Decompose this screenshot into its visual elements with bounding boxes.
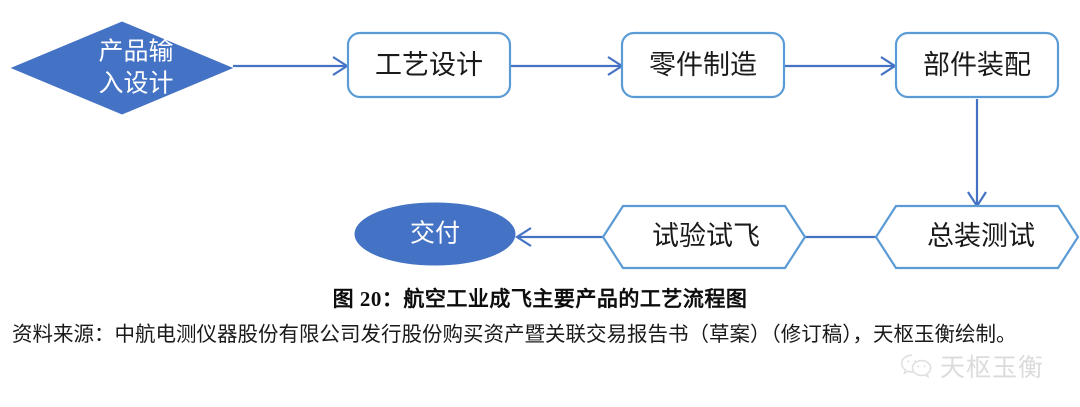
node-test-flight-label: 试验试飞: [652, 221, 760, 251]
hexagon-shape: [601, 204, 807, 270]
node-input-design-label-line1: 产品输: [98, 38, 173, 66]
node-test-flight[interactable]: 试验试飞: [601, 204, 807, 270]
wechat-icon: [900, 354, 932, 379]
watermark-text: 天枢玉衡: [940, 354, 1045, 382]
figure-caption: 图 20：航空工业成飞主要产品的工艺流程图: [332, 287, 748, 311]
node-component-assembly-label: 部件装配: [923, 50, 1031, 80]
edge-component-assembly-to-final-assembly-test: [967, 99, 987, 209]
hexagon-shape: [874, 204, 1080, 270]
node-final-assembly-test-label: 总装测试: [927, 221, 1035, 251]
node-input-design-label-line2: 入设计: [98, 70, 173, 98]
node-part-manufacture[interactable]: 零件制造: [620, 31, 786, 99]
edge-process-design-to-part-manufacture: [511, 56, 625, 76]
node-part-manufacture-label: 零件制造: [649, 50, 757, 80]
ellipse-shape: [354, 202, 516, 266]
node-component-assembly[interactable]: 部件装配: [894, 31, 1060, 99]
diamond-shape: [10, 21, 234, 115]
figure-area: 产品输 入设计 工艺设计 零件制造 部件装配 总装测试 试验试飞: [10, 21, 1080, 270]
process-flow-diagram: 产品输 入设计 工艺设计 零件制造 部件装配 总装测试 试验试飞: [10, 21, 1080, 270]
node-input-design[interactable]: 产品输 入设计: [10, 21, 234, 115]
connector-layer: [233, 56, 987, 247]
watermark: 天枢玉衡: [900, 348, 1070, 384]
rounded-rect-shape: [620, 31, 786, 99]
node-delivery[interactable]: 交付: [354, 202, 516, 266]
node-process-design-label: 工艺设计: [375, 50, 483, 80]
edge-input-design-to-process-design: [233, 56, 350, 76]
node-process-design[interactable]: 工艺设计: [346, 31, 512, 99]
edge-part-manufacture-to-component-assembly: [785, 56, 898, 76]
rounded-rect-shape: [894, 31, 1060, 99]
node-delivery-label: 交付: [410, 220, 460, 248]
source-note: 资料来源：中航电测仪器股份有限公司发行股份购买资产暨关联交易报告书（草案）（修订…: [12, 324, 1017, 346]
rounded-rect-shape: [346, 31, 512, 99]
node-final-assembly-test[interactable]: 总装测试: [874, 204, 1080, 270]
